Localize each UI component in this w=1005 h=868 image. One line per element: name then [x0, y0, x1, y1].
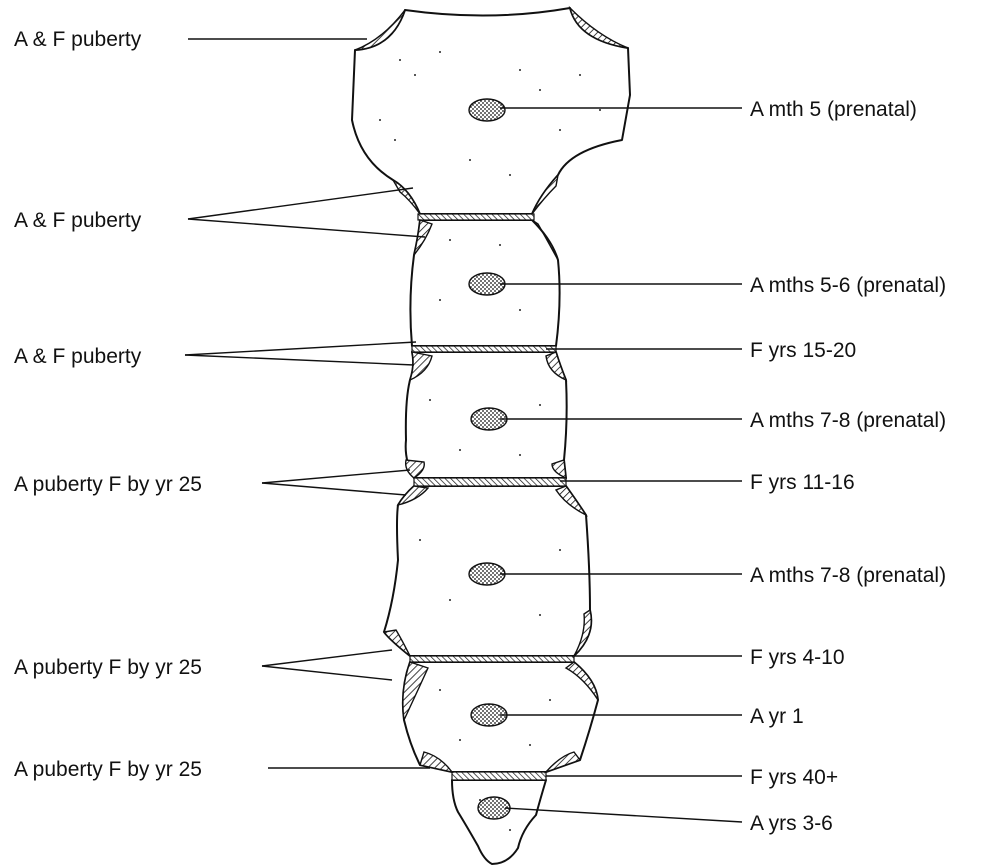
plate-s5-coccyx — [452, 772, 546, 780]
center-s2 — [469, 273, 505, 295]
label-left-2: A & F puberty — [14, 209, 142, 232]
leader-left-4b — [262, 483, 406, 495]
leader-right-10 — [505, 808, 742, 822]
label-right-6: A mths 7-8 (prenatal) — [750, 564, 946, 587]
plate-s1-s2 — [418, 214, 534, 220]
label-right-10: A yrs 3-6 — [750, 812, 833, 835]
plate-s3-s4 — [414, 478, 566, 486]
label-right-2: A mths 5-6 (prenatal) — [750, 274, 946, 297]
leader-left-2a — [188, 188, 413, 219]
label-right-1: A mth 5 (prenatal) — [750, 98, 917, 121]
leader-left-5b — [262, 666, 392, 680]
label-right-3: F yrs 15-20 — [750, 339, 856, 362]
right-labels: A mth 5 (prenatal) A mths 5-6 (prenatal)… — [750, 98, 946, 835]
sacrum-outline — [352, 8, 630, 864]
label-right-9: F yrs 40+ — [750, 766, 838, 789]
leader-left-3a — [185, 342, 416, 355]
label-right-8: A yr 1 — [750, 705, 804, 728]
plate-s2-s3 — [412, 346, 556, 352]
leader-left-3b — [185, 355, 414, 365]
segment-coccyx — [452, 780, 546, 864]
label-left-5: A puberty F by yr 25 — [14, 656, 202, 679]
leader-left-4a — [262, 470, 410, 483]
plate-s4-s5 — [410, 656, 574, 662]
label-right-7: F yrs 4-10 — [750, 646, 845, 669]
leader-left-5a — [262, 650, 392, 666]
left-labels: A & F puberty A & F puberty A & F pubert… — [14, 28, 202, 781]
label-right-4: A mths 7-8 (prenatal) — [750, 409, 946, 432]
label-left-6: A puberty F by yr 25 — [14, 758, 202, 781]
leader-left-2b — [188, 219, 425, 237]
center-s4 — [469, 563, 505, 585]
center-s1 — [469, 99, 505, 121]
label-left-3: A & F puberty — [14, 345, 142, 368]
label-left-1: A & F puberty — [14, 28, 142, 51]
label-left-4: A puberty F by yr 25 — [14, 473, 202, 496]
label-right-5: F yrs 11-16 — [750, 471, 855, 494]
